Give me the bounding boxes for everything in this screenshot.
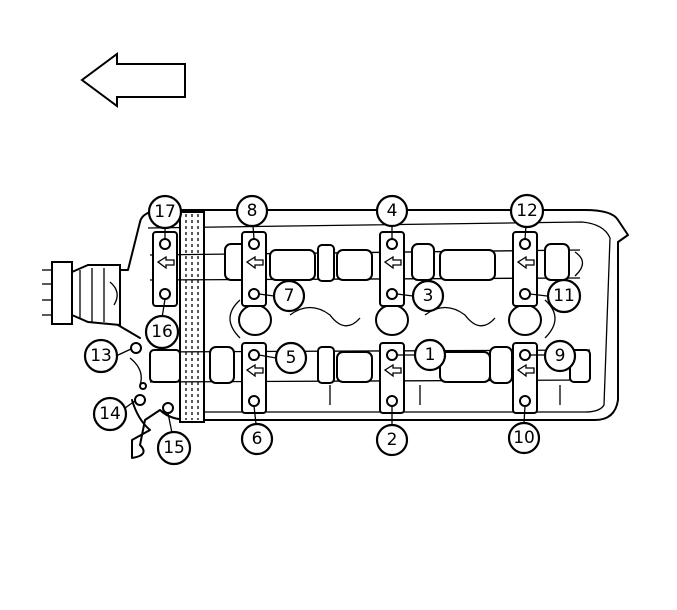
spark-plug-bores <box>129 299 561 405</box>
callout-3: 3 <box>411 279 445 313</box>
front-cover-bolts <box>130 342 174 414</box>
callout-9-label: 9 <box>555 346 566 366</box>
callout-1-label: 1 <box>425 345 436 365</box>
cam-drive-sprocket <box>42 261 121 327</box>
bearing-cap-lower-3 <box>379 342 405 414</box>
callout-11-label: 11 <box>553 286 575 306</box>
upper-camshaft <box>149 243 584 282</box>
callout-6-label: 6 <box>252 429 263 449</box>
callout-17-label: 17 <box>154 202 176 222</box>
callout-3-label: 3 <box>423 286 434 306</box>
callout-17: 17 <box>147 194 183 230</box>
bearing-cap-upper-4 <box>512 231 538 307</box>
callout-7-label: 7 <box>284 286 295 306</box>
callout-15: 15 <box>156 430 192 466</box>
callout-10-label: 10 <box>513 428 535 448</box>
callout-8: 8 <box>235 194 269 228</box>
timing-chain <box>179 211 205 423</box>
callout-13-label: 13 <box>90 346 112 366</box>
callout-5-label: 5 <box>286 348 297 368</box>
callout-4: 4 <box>375 194 409 228</box>
callout-12-label: 12 <box>516 201 538 221</box>
bearing-cap-upper-front <box>152 231 178 307</box>
callout-16: 16 <box>144 314 180 350</box>
callout-11: 11 <box>546 278 582 314</box>
callout-15-label: 15 <box>163 438 185 458</box>
bearing-cap-upper-3 <box>379 231 405 307</box>
callout-13: 13 <box>83 338 119 374</box>
callout-14: 14 <box>92 396 128 432</box>
callout-2-label: 2 <box>387 430 398 450</box>
callout-4-label: 4 <box>387 201 398 221</box>
direction-arrow-icon <box>80 52 186 108</box>
callout-10: 10 <box>507 421 541 455</box>
callout-9: 9 <box>543 339 577 373</box>
callout-14-label: 14 <box>99 404 121 424</box>
callout-6: 6 <box>240 422 274 456</box>
callout-16-label: 16 <box>151 322 173 342</box>
callout-8-label: 8 <box>247 201 258 221</box>
bearing-cap-lower-2 <box>241 342 267 414</box>
bearing-cap-lower-4 <box>512 342 538 414</box>
callout-12: 12 <box>509 193 545 229</box>
callout-5: 5 <box>274 341 308 375</box>
callout-2: 2 <box>375 423 409 457</box>
callout-7: 7 <box>272 279 306 313</box>
bearing-cap-upper-2 <box>241 231 267 307</box>
callout-1: 1 <box>413 338 447 372</box>
callout-leaders <box>115 225 548 434</box>
